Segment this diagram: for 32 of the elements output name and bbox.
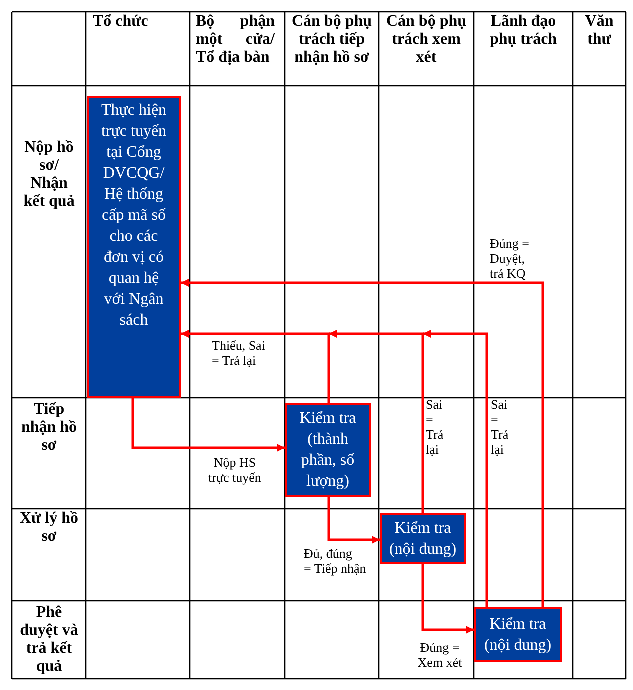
row-header: Nộp hồ sơ/ Nhận kết quả — [22, 139, 76, 211]
process-box — [474, 607, 562, 662]
edge-label: Thiếu, Sai = Trả lại — [212, 338, 266, 368]
column-header: Bộ phận một cửa/ Tổ địa bàn — [196, 13, 275, 67]
box-text: Kiểm tra (nội dung) — [483, 614, 553, 656]
column-header: Lãnh đạo phụ trách — [488, 13, 558, 49]
box-text: Kiểm tra (nội dung) — [388, 518, 458, 560]
column-header: Cán bộ phụ trách xem xét — [385, 13, 468, 67]
edge-label: Sai = Trả lại — [426, 397, 445, 457]
box-text: Kiểm tra (thành phần, số lượng) — [298, 409, 358, 492]
row-header: Phê duyệt và trả kết quả — [20, 604, 79, 676]
edge-label: Đúng = Duyệt, trả KQ — [490, 236, 530, 281]
column-header: Văn thư — [584, 13, 615, 49]
arrow — [422, 564, 474, 634]
box-text: Thực hiện trực tuyến tại Cổng DVCQG/ Hệ thống cấp mã số cho các đơn vị có quan hệ với Ngân sách — [100, 101, 168, 331]
column-header: Tổ chức — [93, 13, 150, 31]
column-header: Cán bộ phụ trách tiếp nhận hồ sơ — [290, 13, 374, 67]
arrow — [423, 330, 488, 607]
row-header: Xử lý hồ sơ — [20, 510, 79, 546]
arrow — [329, 330, 424, 513]
edge-label: Nộp HS trực tuyến — [208, 455, 262, 485]
arrow — [181, 279, 544, 607]
arrow — [181, 330, 330, 403]
arrow — [132, 398, 285, 452]
edge-label: Sai = Trả lại — [491, 397, 510, 457]
edge-label: Đúng = Xem xét — [416, 640, 464, 670]
row-header: Tiếp nhận hồ sơ — [20, 401, 78, 455]
process-box — [380, 513, 466, 564]
edge-label: Đủ, đúng = Tiếp nhận — [304, 546, 368, 576]
process-box — [285, 403, 371, 497]
process-box — [87, 96, 181, 398]
arrow — [328, 497, 380, 544]
